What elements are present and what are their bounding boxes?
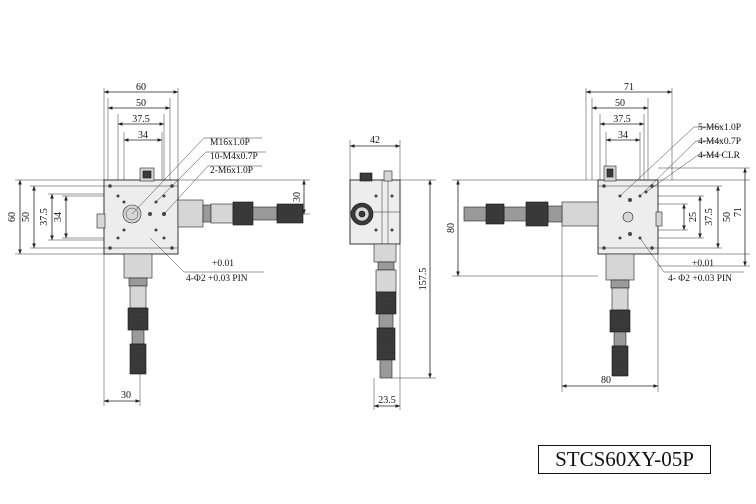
rear-left-dim: 80 [446, 223, 457, 233]
front-top-dim-2: 50 [136, 98, 146, 109]
side-view: 42 157.5 2 [349, 135, 436, 410]
rear-callout-1: 5-M6x1.0P [698, 123, 741, 133]
rear-right-dim-1: 25 [688, 212, 699, 222]
rear-top-dim-2: 50 [615, 98, 625, 109]
rear-right-dim-4: 71 [733, 207, 744, 217]
side-top-dim: 42 [370, 135, 380, 146]
front-top-dim-3: 37.5 [132, 114, 150, 125]
front-top-dim-4: 34 [138, 130, 148, 141]
front-top-dim-1: 60 [136, 82, 146, 93]
front-bottom-micrometer [123, 253, 153, 375]
rear-bottom-micrometer [605, 253, 635, 377]
front-left-dim-1: 60 [7, 212, 18, 222]
rear-pin-note: 4- Φ2 +0.03 PIN [668, 274, 732, 284]
model-number-box: STCS60XY-05P [538, 445, 711, 474]
rear-top-dim-3: 37.5 [613, 114, 631, 125]
side-height-dim: 157.5 [418, 268, 429, 291]
rear-right-dim-2: 37.5 [704, 208, 715, 226]
front-callout-1: M16x1.0P [210, 138, 250, 148]
rear-callout-3: 4-M4 CLR [698, 151, 741, 161]
rear-callout-2: 4-M4x0.7P [698, 137, 741, 147]
rear-right-dim-3: 50 [722, 212, 733, 222]
front-callout-2: 10-M4x0.7P [210, 152, 258, 162]
front-right-dim: 30 [292, 192, 303, 202]
front-bottom-dim: 30 [121, 390, 131, 401]
front-left-dim-2: 50 [21, 212, 32, 222]
front-pin-note: 4-Φ2 +0.03 PIN [186, 274, 248, 284]
rear-view: 71 50 37.5 34 80 [446, 82, 750, 392]
rear-left-micrometer [463, 201, 599, 227]
front-right-micrometer [177, 199, 304, 228]
front-callout-3: 2-M6x1.0P [210, 166, 253, 176]
rear-pin-tol: +0.01 [692, 259, 714, 269]
side-bottom-dim: 23.5 [378, 395, 396, 406]
front-pin-tol: +0.01 [212, 259, 234, 269]
rear-top-dim-1: 71 [624, 82, 634, 93]
model-number: STCS60XY-05P [555, 447, 694, 471]
front-view: 60 50 37.5 34 60 50 37.5 34 [7, 82, 310, 406]
rear-bottom-dim: 80 [601, 375, 611, 386]
rear-top-dim-4: 34 [618, 130, 628, 141]
front-left-dim-4: 34 [53, 212, 64, 222]
front-left-dim-3: 37.5 [39, 208, 50, 226]
